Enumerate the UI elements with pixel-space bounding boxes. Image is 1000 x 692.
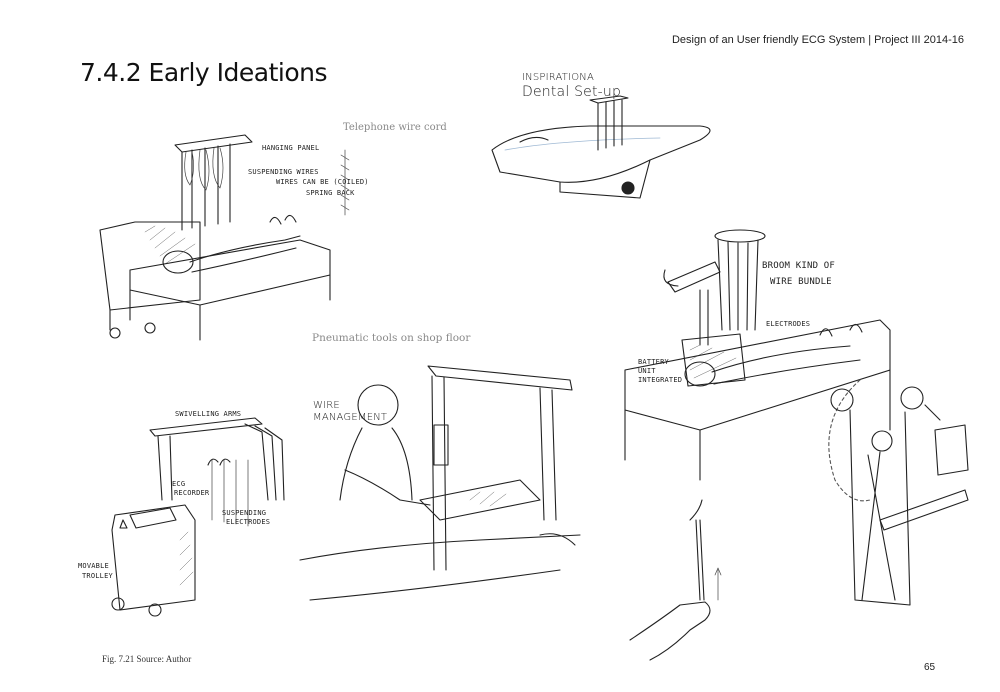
swivelling-arm-sketch xyxy=(111,417,285,617)
dental-setup-sketch xyxy=(491,95,711,199)
page-title: 7.4.2 Early Ideations xyxy=(80,58,328,87)
hand-electrode-sketch xyxy=(629,499,722,661)
label-movable: Movable xyxy=(78,562,109,570)
label-swivelling-arms: Swivelling arms xyxy=(175,410,242,418)
label-wire: Wire xyxy=(313,400,340,411)
note-pneumatic-tools: Pneumatic tools on shop floor xyxy=(312,332,471,344)
label-hanging-panel: Hanging panel xyxy=(262,144,320,152)
label-dental-setup: Dental Set-up xyxy=(522,84,622,100)
label-integrated: integrated xyxy=(638,376,683,384)
label-wire-bundle: wire bundle xyxy=(770,277,832,287)
label-wires-coiled: Wires can be (coiled) xyxy=(276,178,369,186)
label-electrodes: Electrodes xyxy=(766,320,811,328)
label-ecg: ECG xyxy=(172,480,186,488)
label-unit: unit xyxy=(638,367,656,375)
articulated-figure-sketch xyxy=(828,379,969,606)
label-recorder: recorder xyxy=(174,489,210,497)
running-header: Design of an User friendly ECG System | … xyxy=(671,34,964,46)
label-suspending-wires: Suspending wires xyxy=(248,168,319,176)
label-spring-back: spring back xyxy=(306,189,355,197)
label-trolley: trolley xyxy=(82,572,113,580)
wire-management-sketch xyxy=(299,365,581,601)
label-suspending: Suspending xyxy=(222,509,267,517)
label-battery: Battery xyxy=(638,358,669,366)
label-management: Management xyxy=(313,412,388,423)
figure-caption: Fig. 7.21 Source: Author xyxy=(102,654,192,664)
page-number: 65 xyxy=(924,662,936,673)
label-broom-kind: Broom kind of xyxy=(762,261,836,271)
label-inspiration: Inspirationa xyxy=(522,72,595,83)
label-electrodes-2: electrodes xyxy=(226,518,271,526)
broom-bundle-sketch xyxy=(624,229,891,481)
note-telephone-wire: Telephone wire cord xyxy=(343,122,447,133)
hanging-panel-sketch xyxy=(99,134,350,341)
